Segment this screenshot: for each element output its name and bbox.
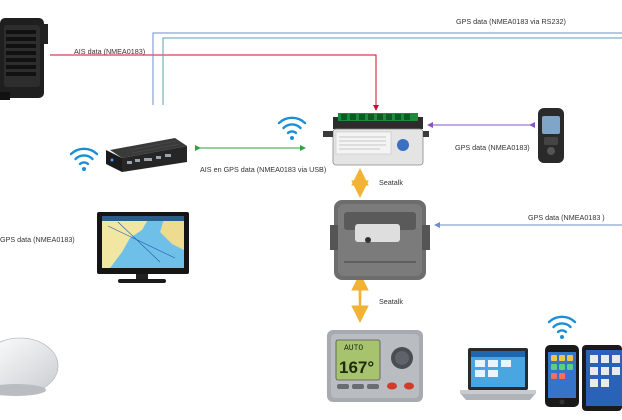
- label-seatalk-upper: Seatalk: [379, 178, 403, 187]
- autopilot-mode-text: AUTO: [344, 344, 363, 353]
- tablet: [582, 345, 622, 411]
- connection-lines: [50, 32, 622, 323]
- autopilot-heading-text: 167°: [339, 358, 374, 377]
- black-box-computer: [106, 138, 187, 172]
- smartphone: [545, 345, 579, 407]
- nmea-usb-interface: [323, 113, 429, 166]
- laptop: [460, 348, 536, 400]
- autopilot-control-head: [327, 330, 423, 402]
- wifi-icon: [547, 315, 577, 339]
- label-gps-handheld: GPS data (NMEA0183): [455, 143, 530, 152]
- label-gps-left: GPS data (NMEA0183): [0, 235, 75, 244]
- label-gps-rs232: GPS data (NMEA0183 via RS232): [456, 17, 566, 26]
- wifi-icon: [69, 147, 99, 171]
- gps-rs232-line-a: [152, 32, 622, 105]
- course-computer: [330, 200, 430, 280]
- ais-data-line: [50, 54, 379, 111]
- ais-transponder: [0, 18, 48, 100]
- chartplotter-monitor: [97, 212, 189, 283]
- gps-rs232-line-b: [162, 37, 622, 105]
- label-gps-right: GPS data (NMEA0183 ): [528, 213, 605, 222]
- label-ais-gps-usb: AIS en GPS data (NMEA0183 via USB): [200, 165, 327, 174]
- label-seatalk-lower: Seatalk: [379, 297, 403, 306]
- label-ais-data: AIS data (NMEA0183): [74, 47, 146, 56]
- wifi-icon: [277, 116, 307, 140]
- handheld-gps: [538, 108, 564, 163]
- antenna-dome: [0, 337, 59, 396]
